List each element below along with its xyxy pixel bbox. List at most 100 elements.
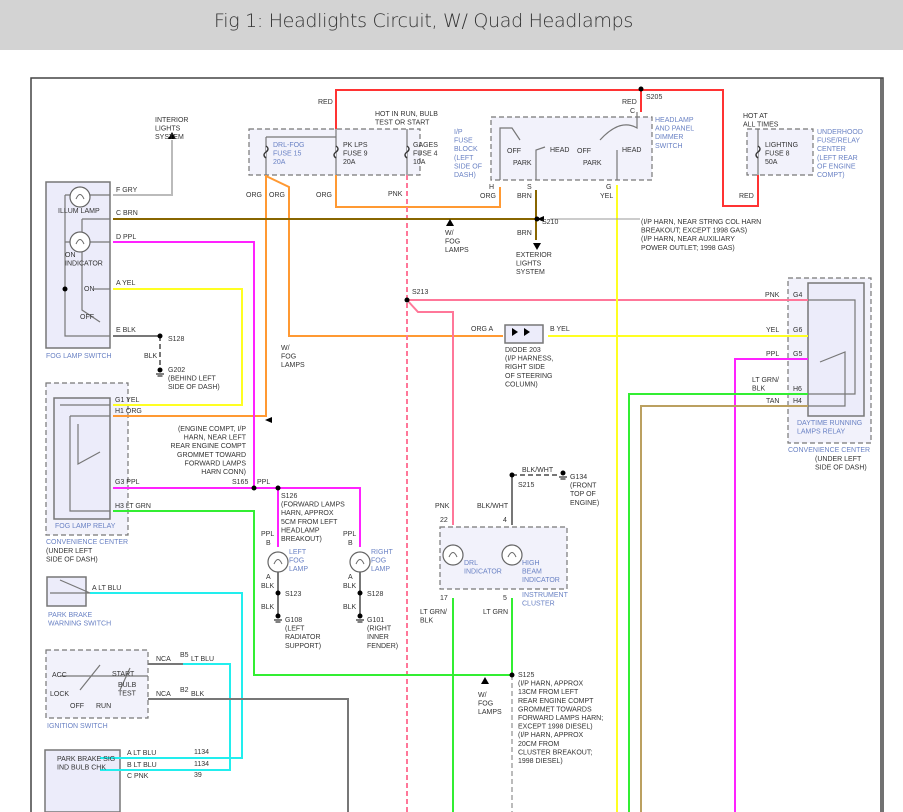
wire-org-h — [335, 175, 501, 208]
label-pb: B LT BLU — [127, 762, 157, 769]
label-underhood: CENTER — [817, 146, 846, 153]
ground-icon-g202 — [156, 367, 164, 377]
label-hb-ind: BEAM — [522, 569, 542, 576]
wire-red-battery — [335, 89, 759, 207]
label-n17: 17 — [440, 595, 448, 602]
label-pb-a: A LT BLU — [92, 585, 121, 592]
label-red-c: RED — [622, 99, 637, 106]
label-blk-l: BLK — [261, 583, 275, 590]
splice-junction — [62, 286, 68, 292]
label-conv-right-loc: (UNDER LEFT — [815, 456, 862, 463]
label-run: RUN — [96, 703, 111, 710]
wire-pnk-cluster — [406, 299, 454, 525]
label-pc-n: 39 — [194, 772, 202, 779]
wire-ppl-g3 — [113, 487, 361, 547]
label-left-fog: LAMP — [289, 566, 308, 573]
label-s125: GROMMET TOWARDS — [518, 706, 592, 713]
label-s125: CLUSTER BREAKOUT; — [518, 749, 592, 756]
label-ip-fuse-block: (LEFT — [454, 155, 474, 162]
label-g: G — [606, 184, 611, 191]
label-blk-r: BLK — [343, 583, 357, 590]
label-s205: S205 — [646, 94, 662, 101]
label-headlamp-switch: SWITCH — [655, 143, 683, 150]
label-s165-note: REAR ENGINE COMPT — [171, 443, 247, 450]
ground-icon-g134 — [559, 470, 567, 480]
label-diode: (I/P HARNESS, — [505, 356, 554, 363]
label-d-ppl: D PPL — [116, 234, 136, 241]
label-head2: HEAD — [622, 147, 641, 154]
label-b-r: B — [348, 540, 353, 547]
label-conv-right-loc: SIDE OF DASH) — [815, 465, 867, 472]
label-pnk22: PNK — [435, 503, 450, 510]
label-s125: S125 — [518, 672, 534, 679]
label-wfog3: FOG — [478, 701, 493, 708]
label-ltgrnblk: BLK — [420, 618, 434, 625]
w-fog-arrow-icon — [265, 417, 272, 423]
label-lock: LOCK — [50, 691, 69, 698]
label-head1: HEAD — [550, 147, 569, 154]
internal-conductor — [535, 146, 546, 180]
label-cluster: CLUSTER — [522, 601, 555, 608]
high-beam-lamp-icon — [501, 544, 523, 566]
internal-conductor — [808, 299, 856, 407]
fuse-icon — [333, 145, 339, 159]
label-pa: A LT BLU — [127, 750, 156, 757]
splice-s213 — [404, 297, 410, 303]
label-g1-yel: G1 YEL — [115, 397, 139, 404]
park-brake-switch — [46, 576, 87, 607]
label-blkwht2: BLK/WHT — [477, 503, 509, 510]
label-g101: INNER — [367, 634, 389, 641]
label-conv-left-loc: SIDE OF DASH) — [46, 557, 98, 564]
label-ppl-r: PPL — [343, 531, 356, 538]
label-pnk1: PNK — [388, 191, 403, 198]
label-n5: 5 — [503, 595, 507, 602]
label-ltblu1: LT BLU — [191, 656, 214, 663]
label-gages: 10A — [413, 159, 426, 166]
label-g108: G108 — [285, 617, 302, 624]
label-conv-left-loc: (UNDER LEFT — [46, 548, 93, 555]
label-s165-note: HARN, NEAR LEFT — [184, 435, 247, 442]
label-ltgrnblk: LT GRN/ — [420, 609, 447, 616]
label-exterior: LIGHTS — [516, 261, 542, 268]
internal-conductor — [499, 127, 521, 180]
label-g108: (LEFT — [285, 626, 305, 633]
label-brn2: BRN — [517, 230, 532, 237]
label-acc: ACC — [52, 672, 67, 679]
exterior-lights-arrow-icon — [533, 243, 541, 250]
label-org2: ORG — [269, 192, 285, 199]
label-g101: (RIGHT — [367, 626, 392, 633]
label-wfog2: W/ — [281, 345, 290, 352]
label-s126: BREAKOUT) — [281, 536, 322, 543]
label-pb-switch: PARK BRAKE — [48, 612, 93, 619]
label-blk-l2: BLK — [261, 604, 275, 611]
label-yel-g6: YEL — [766, 327, 779, 334]
label-b5: B5 — [180, 652, 189, 659]
label-off: OFF — [80, 314, 94, 321]
label-e-blk: E BLK — [116, 327, 136, 334]
label-s213: S213 — [412, 289, 428, 296]
label-drl-fog: DRL-FOG — [273, 142, 305, 149]
fog-lamp-switch — [45, 181, 111, 349]
label-fog-switch: FOG LAMP SWITCH — [46, 353, 112, 360]
label-pb-switch: WARNING SWITCH — [48, 621, 111, 628]
label-s126: HEADLAMP — [281, 527, 320, 534]
label-lighting-fuse: LIGHTING — [765, 142, 798, 149]
label-h6: H6 — [793, 386, 802, 393]
label-s128b: S128 — [367, 591, 383, 598]
label-diode: RIGHT SIDE — [505, 364, 545, 371]
label-diode: OF STEERING — [505, 373, 552, 380]
label-underhood: OF ENGINE — [817, 163, 856, 170]
label-left-fog: FOG — [289, 558, 304, 565]
wire-ltgrn-h3 — [113, 510, 512, 676]
splice-s165 — [251, 485, 257, 491]
label-hb-ind: HIGH — [522, 560, 540, 567]
label-b-yel: B YEL — [550, 326, 570, 333]
label-s125: 1998 DIESEL) — [518, 758, 563, 765]
label-ltgrn5: LT GRN — [483, 609, 508, 616]
label-pnk-g4: PNK — [765, 292, 780, 299]
symbols — [50, 86, 856, 691]
label-blk1: BLK — [144, 353, 158, 360]
label-g4: G4 — [793, 292, 802, 299]
label-hot-all: ALL TIMES — [743, 122, 779, 129]
